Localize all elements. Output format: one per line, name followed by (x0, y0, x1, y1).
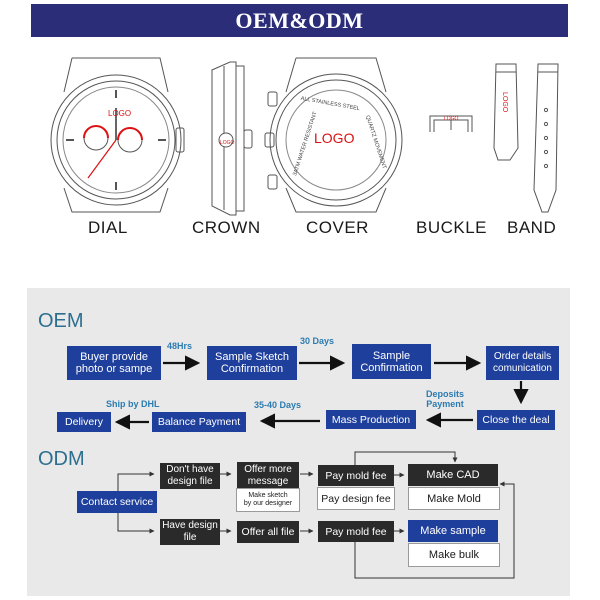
oem-balance-payment-box: Balance Payment (152, 412, 246, 432)
note-35-40-days: 35-40 Days (254, 400, 302, 410)
oem-mass-production-box: Mass Production (326, 410, 416, 429)
label-buckle: BUCKLE (416, 218, 488, 237)
label-dial: DIAL (88, 218, 128, 237)
note-48hrs: 48Hrs (167, 341, 193, 351)
oem-delivery-box: Delivery (57, 412, 111, 432)
oem-title: OEM (38, 310, 84, 332)
band-illustration (493, 63, 559, 213)
dial-logo: LOGO (108, 109, 131, 118)
odm-title: ODM (38, 448, 85, 470)
band-logo: LOGO (501, 92, 508, 113)
label-band: BAND (507, 218, 557, 237)
odm-pay-mold-fee-box-2: Pay mold fee (318, 521, 394, 542)
odm-pay-design-fee-box: Pay design fee (317, 487, 395, 510)
odm-make-sample-box: Make sample (408, 520, 498, 542)
dial-illustration (50, 57, 185, 213)
cover-illustration (264, 57, 403, 213)
buckle-logo: LOGO (444, 116, 459, 122)
label-cover: COVER (306, 218, 369, 237)
cover-logo: LOGO (314, 130, 355, 146)
odm-make-mold-box: Make Mold (408, 487, 500, 510)
odm-pay-mold-fee-box-1: Pay mold fee (318, 465, 394, 486)
note-ship-by-dhl: Ship by DHL (106, 399, 160, 409)
watch-parts-illustration: LOGO LOGO LOGO LOGO LOGO ALL STAINLESS S… (50, 57, 559, 216)
oem-close-deal-box: Close the deal (477, 410, 555, 430)
odm-make-bulk-box: Make bulk (408, 543, 500, 567)
label-crown: CROWN (192, 218, 261, 237)
note-30-days: 30 Days (300, 336, 335, 346)
crown-illustration (211, 61, 253, 216)
crown-logo: LOGO (220, 140, 235, 146)
odm-offer-all-file-box: Offer all file (237, 521, 299, 543)
banner-title: OEM&ODM (31, 4, 568, 37)
odm-contact-service-box: Contact service (77, 491, 157, 513)
buckle-illustration (429, 115, 473, 132)
odm-make-cad-box: Make CAD (408, 464, 498, 486)
